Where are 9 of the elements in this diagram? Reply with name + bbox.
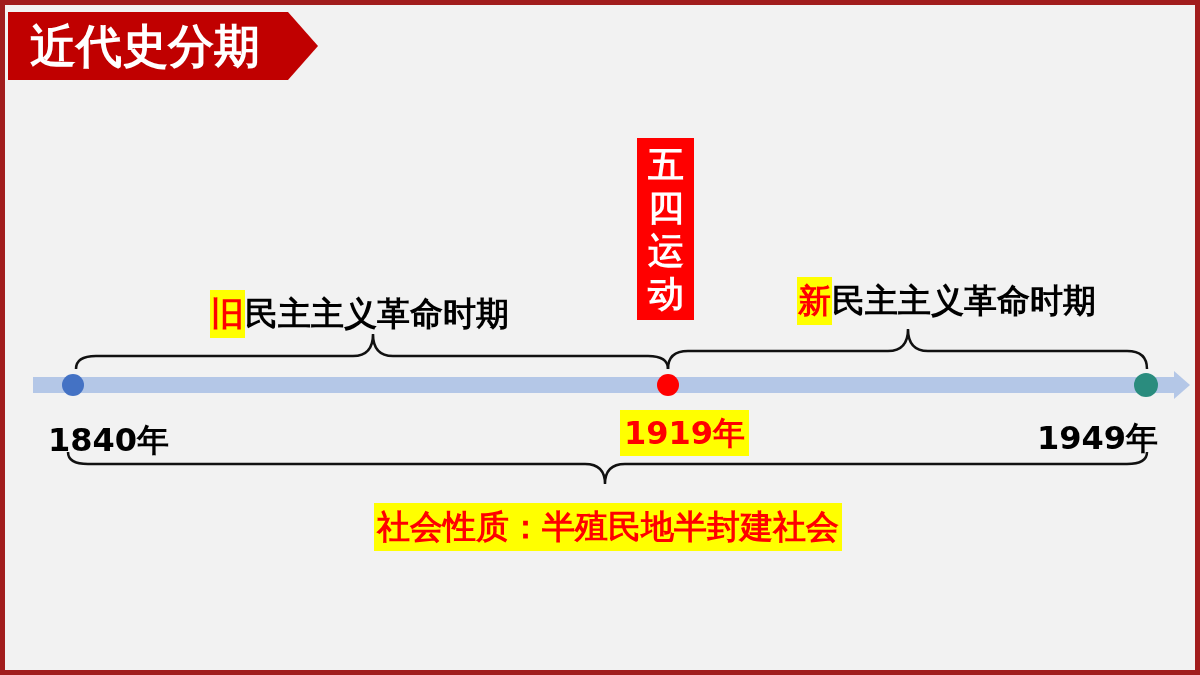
event-box — [637, 138, 694, 320]
period-label: 新民主主义革命时期 — [797, 277, 1096, 325]
period-label: 旧民主主义革命时期 — [210, 290, 509, 338]
title-banner: 近代史分期 — [8, 12, 318, 80]
event-label: 五四运动 — [647, 143, 684, 315]
year-label: 1949年 — [1037, 419, 1159, 458]
year-label: 1840年 — [48, 421, 170, 460]
year-label: 1919年 — [620, 410, 750, 457]
summary-label: 社会性质：半殖民地半封建社会 — [374, 503, 842, 551]
